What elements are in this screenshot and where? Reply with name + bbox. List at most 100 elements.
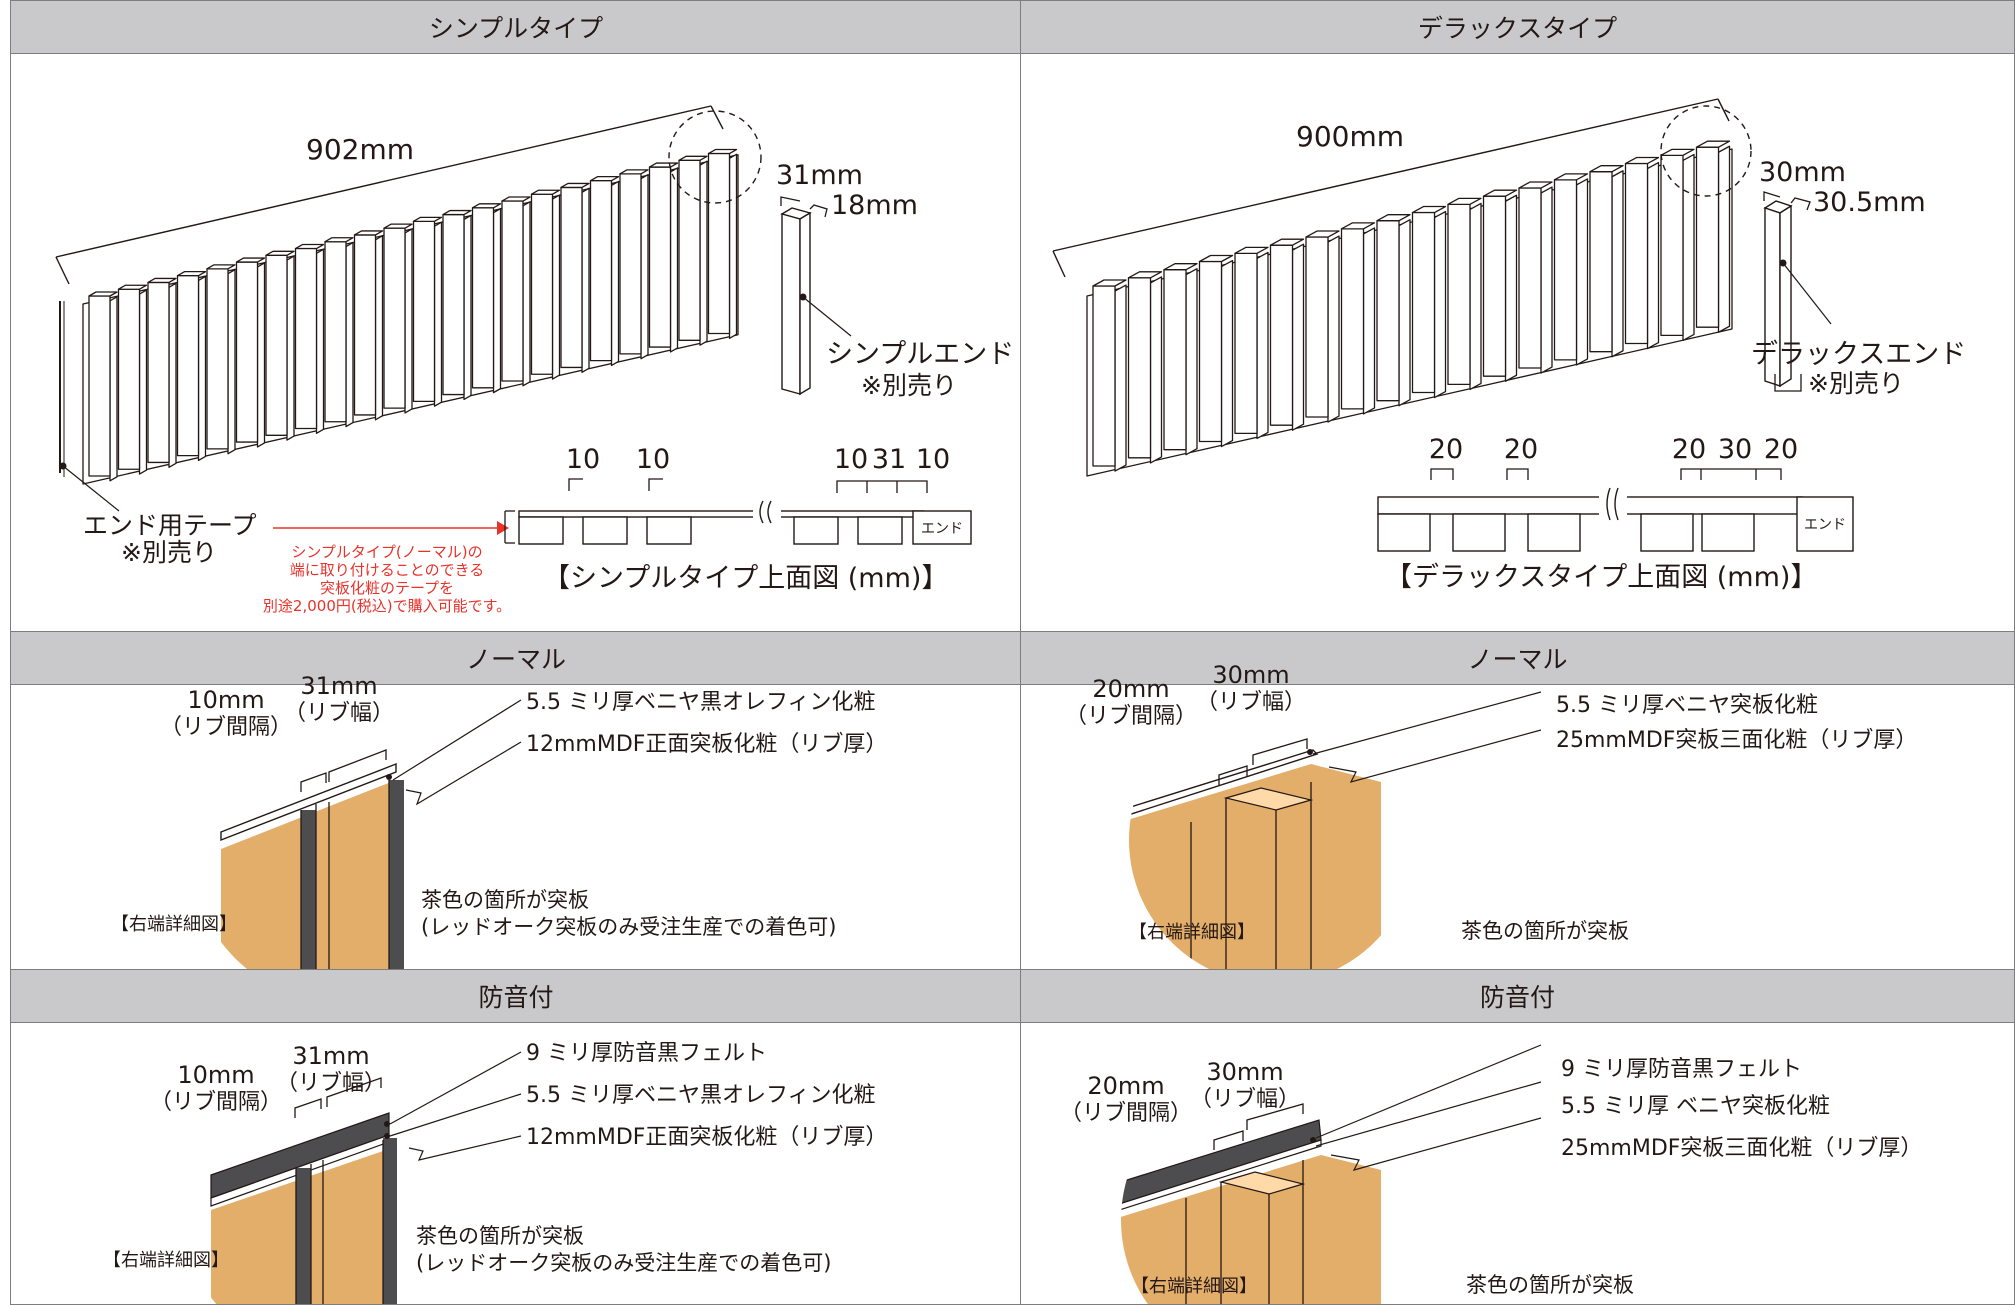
rib-side-9	[1398, 219, 1411, 407]
rib-top-4	[1198, 254, 1234, 263]
end-bottom-bracket	[1774, 374, 1802, 392]
detail-callout-circle	[1660, 105, 1752, 197]
end-piece-leader	[1782, 262, 1832, 325]
rib-side-3	[1185, 268, 1198, 456]
plan-rib-4	[1640, 513, 1694, 552]
rib-side-9	[345, 241, 354, 428]
rib-front-9	[324, 241, 347, 423]
rib-side-18	[610, 180, 620, 367]
detail-circle-contents	[220, 762, 404, 970]
rib-side-5	[227, 269, 236, 455]
note-veneer: 茶色の箇所が突板	[416, 1224, 584, 1248]
rib-front-20	[648, 166, 672, 348]
deluxe-rib-panel	[1086, 140, 1733, 477]
plan-dim-2: 20	[1504, 434, 1538, 465]
rib-top-18	[589, 176, 620, 182]
rib-top-17	[1660, 148, 1695, 157]
plan-dim-5: 20	[1764, 434, 1798, 465]
layer-dot	[386, 774, 392, 780]
dim-brackets	[300, 749, 387, 792]
rib-front-10	[353, 234, 377, 416]
rib-front-7	[265, 254, 288, 436]
detail-callout-circle	[668, 110, 762, 204]
plan-rib-2	[1452, 513, 1506, 552]
tape-note-line-4: 別途2,000円(税込)で購入可能です。	[263, 597, 511, 615]
layer2-leader	[1328, 729, 1542, 783]
soundproof-right-panel: 防音付 20mm （リブ間隔） 30mm （リブ幅） 9 ミリ厚防音黒フェ	[1020, 969, 2015, 1305]
width-label: 30mm	[1206, 1058, 1283, 1086]
detail-label: 【右端詳細図】	[1129, 922, 1255, 943]
detail-label: 【右端詳細図】	[111, 914, 237, 935]
layer0-leader	[1315, 1044, 1542, 1139]
rib-side-10	[1433, 210, 1447, 399]
end-depth-label: 30.5mm	[1813, 187, 1926, 218]
plan-rib-1	[1377, 513, 1431, 552]
rib-top-14	[1553, 173, 1589, 181]
gap-label: 10mm	[177, 1061, 254, 1089]
rib-front-8	[294, 247, 318, 430]
tape-note-line-1: シンプルタイプ(ノーマル)の	[291, 543, 482, 561]
rib-side-12	[433, 221, 443, 407]
end-width-bracket	[1763, 191, 1781, 201]
rib-side-4	[1220, 259, 1234, 448]
rib-top-2	[117, 284, 148, 290]
rib-top-15	[501, 196, 531, 202]
plan-rib-1	[518, 516, 564, 545]
plan-backing	[1377, 496, 1803, 515]
rib-front-12	[412, 220, 436, 403]
rib-top-1	[1092, 279, 1127, 287]
rib-side-5	[1256, 251, 1269, 440]
rib-top-3	[1163, 263, 1198, 271]
rib-top-12	[412, 216, 443, 223]
rib-side-19	[640, 174, 649, 360]
rib-top-20	[648, 162, 679, 168]
length-tick-right	[1717, 98, 1730, 122]
gap-sub-label: （リブ間隔）	[1060, 1101, 1192, 1126]
end-dark-strip	[389, 780, 404, 970]
rib-top-11	[383, 223, 413, 229]
plan-dim-4: 31	[872, 444, 906, 475]
rib-side-13	[463, 214, 472, 401]
plan-dim-1: 10	[566, 444, 600, 475]
plan-break-gap	[1599, 491, 1627, 519]
rib-front-16	[1624, 162, 1649, 345]
rib-side-13	[1540, 186, 1553, 374]
soundproof-right-detail: 20mm （リブ間隔） 30mm （リブ幅） 9 ミリ厚防音黒フェルト 5.5 …	[1060, 1044, 1922, 1304]
simple-type-header: シンプルタイプ	[11, 1, 1021, 54]
rib-top-10	[353, 230, 384, 236]
rib-top-10	[1411, 205, 1447, 214]
plan-right-bracket	[836, 480, 928, 493]
end-piece-sold-separately: ※別売り	[861, 371, 957, 400]
rib-side-14	[1575, 178, 1589, 366]
plan-gap-brackets	[568, 478, 663, 491]
end-piece-leader	[802, 296, 852, 337]
plan-end-box	[1796, 496, 1854, 552]
rib-top-5	[206, 264, 236, 270]
detail-label: 【右端詳細図】	[103, 1250, 229, 1271]
note-veneer: 茶色の箇所が突板	[1461, 919, 1629, 943]
length-tick-left	[55, 256, 70, 285]
length-label: 900mm	[1296, 120, 1404, 153]
rib-top-2	[1127, 271, 1163, 279]
rib-front-14	[1553, 179, 1578, 361]
end-piece-sold-separately: ※別売り	[1808, 369, 1904, 398]
rib-top-3	[147, 277, 177, 284]
layer2-label: 12mmMDF正面突板化粧（リブ厚）	[526, 732, 887, 757]
rib-top-22	[707, 148, 738, 155]
rib-top-15	[1589, 165, 1624, 173]
end-depth-label: 18mm	[831, 190, 918, 221]
soundproof-right-header: 防音付	[1021, 970, 2014, 1023]
rib-side-8	[315, 248, 325, 434]
rib-side-4	[197, 275, 207, 462]
rib-side-17	[1682, 153, 1695, 342]
length-dimension-line	[1052, 98, 1719, 252]
end-piece-name: シンプルエンド	[826, 339, 1014, 370]
plan-gap-brackets	[1430, 468, 1529, 480]
note-coloring: (レッドオーク突板のみ受注生産での着色可)	[416, 1251, 831, 1275]
layer0-label: 9 ミリ厚防音黒フェルト	[1561, 1057, 1802, 1082]
plan-break-mark	[759, 500, 772, 524]
normal-right-panel: ノーマル 20mm （リブ間隔） 30mm （リブ幅） 5.5 ミリ厚ベニヤ突板…	[1020, 631, 2015, 971]
simple-plan-view: 10 10 10 31 10 エンド 【シンプルタイプ上面図 (mm)】	[504, 444, 972, 594]
gap-label: 20mm	[1087, 1072, 1164, 1100]
rib-front-15	[1589, 171, 1613, 353]
